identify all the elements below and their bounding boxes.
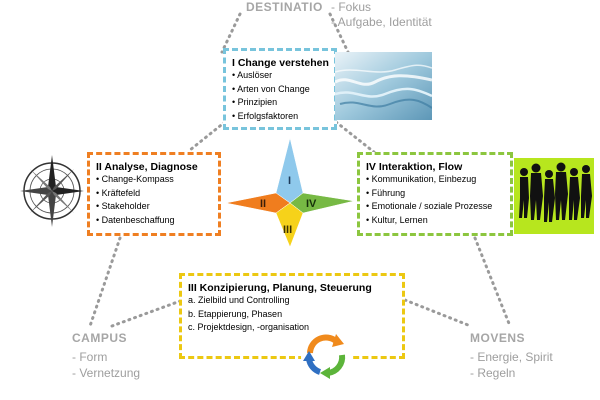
box3-title: III Konzipierung, Planung, Steuerung [188,282,372,294]
box2-title: II Analyse, Diagnose [96,161,198,173]
box4-title: IV Interaktion, Flow [366,161,463,173]
star-point-iv [289,192,355,214]
box1-title: I Change verstehen [232,57,329,69]
box2-item: Kräftefeld [96,187,218,201]
box1-item: Auslöser [232,69,334,83]
destinatio-item-fokus: - Fokus [331,0,372,14]
compass-rose-icon [20,155,84,227]
box4-item: Kommunikation, Einbezug [366,173,510,187]
box1-item: Prinzipien [232,96,334,110]
four-point-star: I II III IV [225,137,355,248]
cycle-arrows-icon [301,332,351,382]
movens-item-regeln: - Regeln [470,366,516,380]
star-label-iv: IV [306,198,317,210]
box4-item: Kultur, Lernen [366,214,510,228]
box-interaktion-flow: IV Interaktion, Flow Kommunikation, Einb… [357,152,513,236]
line-box3-movens [403,298,470,327]
destinatio-item-aufgabe: - Aufgabe, Identität [331,15,432,29]
destinatio-title: DESTINATIO [246,0,323,14]
walking-people-silhouette [514,158,594,234]
box-analyse-diagnose: II Analyse, Diagnose Change-Kompass Kräf… [87,152,221,236]
line-box1-box2 [188,120,227,152]
line-box1-box4 [334,120,376,154]
box3-item: c. Projektdesign, -organisation [188,322,310,332]
box1-item: Arten von Change [232,83,334,97]
line-box2-campus [88,236,122,328]
star-point-iii [275,202,304,248]
box3-item: a. Zielbild und Controlling [188,295,290,305]
water-wave-image [335,52,432,120]
box-konzipierung-planung-steuerung: III Konzipierung, Planung, Steuerung a. … [179,273,405,359]
line-box4-movens [473,236,512,328]
movens-item-energie: - Energie, Spirit [470,350,553,364]
campus-item-vernetzung: - Vernetzung [72,366,141,380]
box4-item: Emotionale / soziale Prozesse [366,200,510,214]
box3-item: b. Etappierung, Phasen [188,308,283,319]
box2-item: Stakeholder [96,200,218,214]
box-change-verstehen: I Change verstehen Auslöser Arten von Ch… [223,48,337,130]
campus-title: CAMPUS [72,331,128,345]
box1-item: Erfolgsfaktoren [232,110,334,124]
movens-title: MOVENS [470,331,526,345]
line-top-right [328,12,350,54]
star-label-i: I [288,175,291,187]
campus-item-form: - Form [72,350,108,364]
box2-item: Change-Kompass [96,173,218,187]
star-label-iii: III [283,224,292,236]
box4-item: Führung [366,187,510,201]
line-top-left [220,12,242,54]
star-point-i [275,137,304,204]
line-campus-box3 [110,298,185,328]
box2-item: Datenbeschaffung [96,214,218,228]
star-label-ii: II [260,198,266,210]
